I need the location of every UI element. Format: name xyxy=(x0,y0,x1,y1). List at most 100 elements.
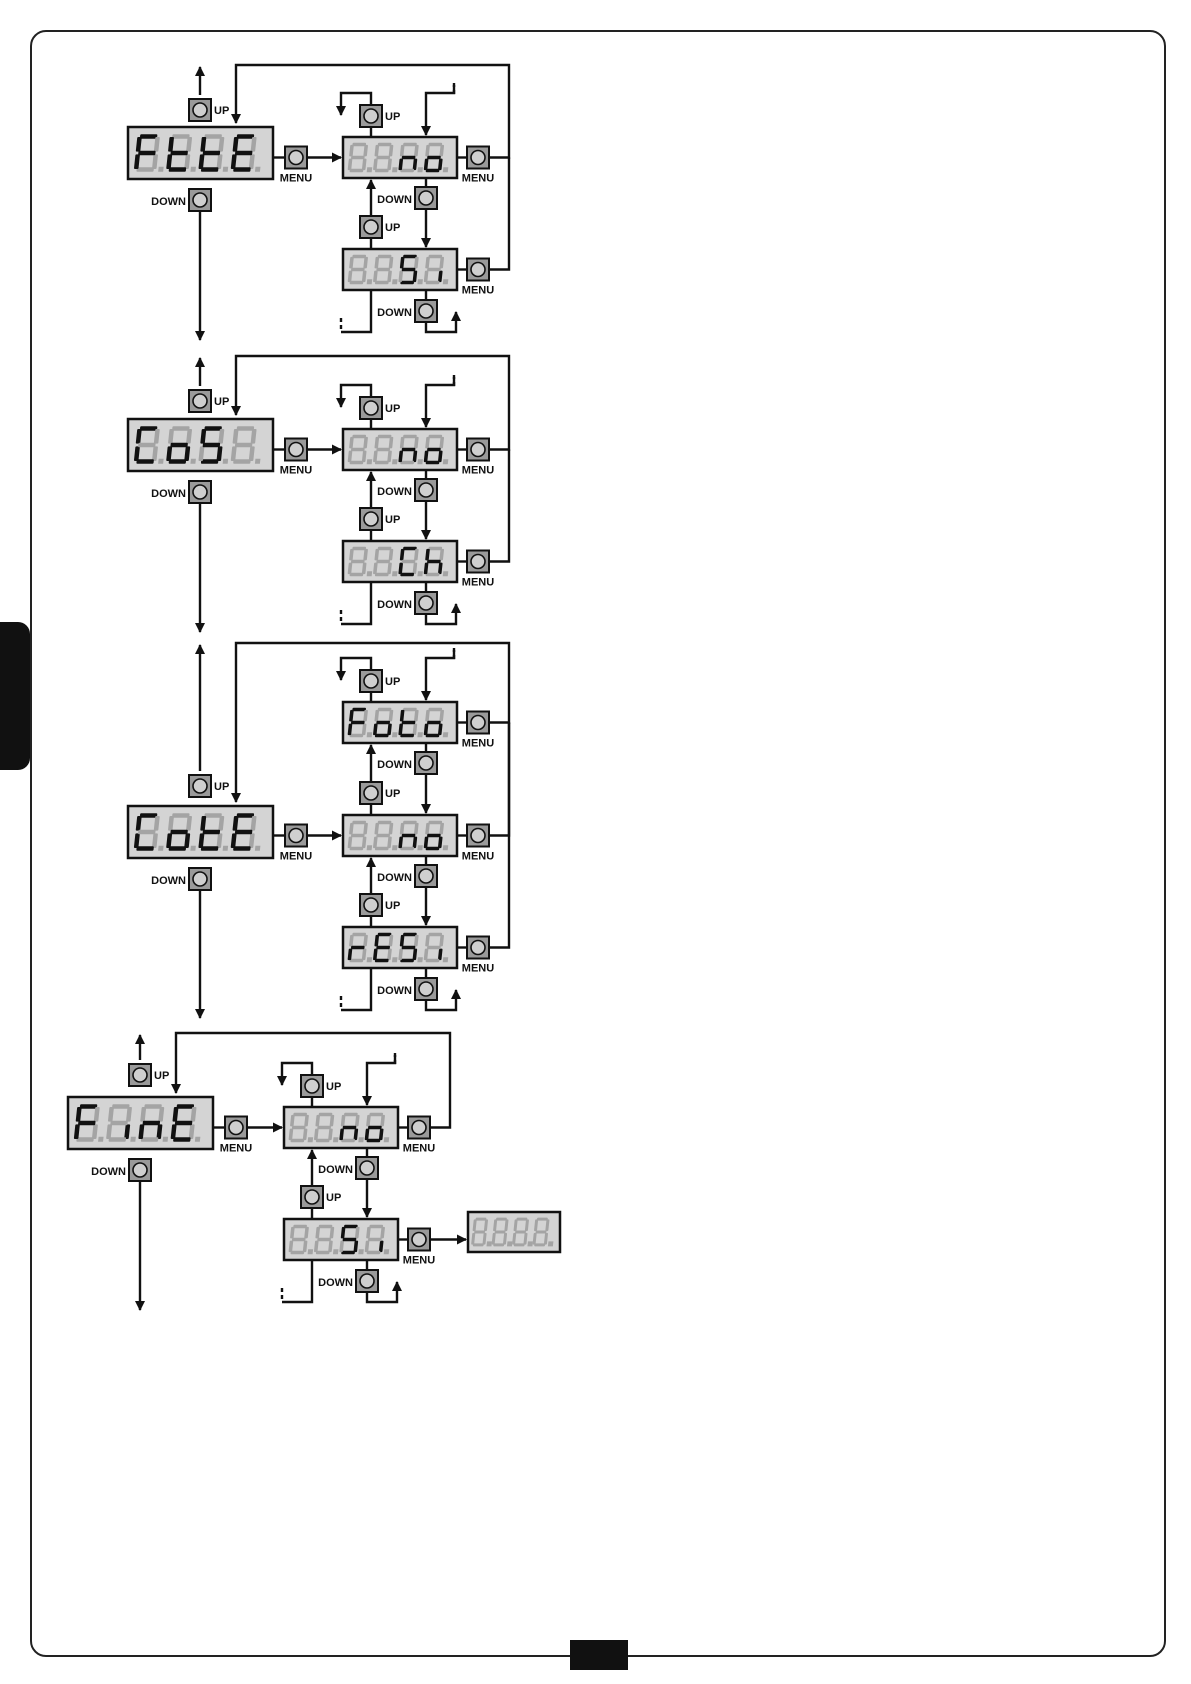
segment-a xyxy=(352,143,366,147)
button-label: UP xyxy=(214,396,229,408)
main-display xyxy=(128,419,273,471)
button-cap-icon xyxy=(364,786,378,800)
decimal-point xyxy=(358,1137,364,1142)
segment-d xyxy=(473,1243,484,1246)
decimal-point xyxy=(190,846,196,851)
button-cap-icon xyxy=(193,103,207,117)
button-label: DOWN xyxy=(318,1277,353,1289)
decimal-point xyxy=(255,459,261,464)
up-button[interactable]: UP xyxy=(129,1064,169,1086)
segment-a xyxy=(172,134,190,139)
up-button[interactable]: UP xyxy=(360,216,400,238)
up-button[interactable]: UP xyxy=(301,1186,341,1208)
segment-a xyxy=(293,1225,307,1229)
menu-button[interactable]: MENU xyxy=(403,1229,435,1267)
decimal-point xyxy=(392,459,398,464)
menu-button[interactable]: MENU xyxy=(220,1117,252,1155)
main-display xyxy=(128,806,273,858)
down-button[interactable]: DOWN xyxy=(151,189,211,211)
up-button[interactable]: UP xyxy=(360,397,400,419)
segment-d xyxy=(375,169,389,173)
up-button[interactable]: UP xyxy=(189,775,229,797)
up-button[interactable]: UP xyxy=(189,390,229,412)
decimal-point xyxy=(417,845,423,850)
menu-button[interactable]: MENU xyxy=(280,825,312,863)
up-button[interactable]: UP xyxy=(360,105,400,127)
segment-d xyxy=(141,1137,159,1142)
decimal-point xyxy=(367,957,373,962)
down-button[interactable]: DOWN xyxy=(377,752,437,774)
menu-button[interactable]: MENU xyxy=(462,147,494,185)
down-button[interactable]: DOWN xyxy=(151,481,211,503)
up-button[interactable]: UP xyxy=(360,782,400,804)
decimal-point xyxy=(392,957,398,962)
up-button[interactable]: UP xyxy=(360,670,400,692)
segment-d xyxy=(375,847,389,851)
segment-g xyxy=(138,151,156,156)
segment-d xyxy=(316,1251,330,1255)
down-button[interactable]: DOWN xyxy=(151,868,211,890)
up-button[interactable]: UP xyxy=(189,99,229,121)
button-label: UP xyxy=(385,900,400,912)
menu-button[interactable]: MENU xyxy=(462,937,494,975)
menu-button[interactable]: MENU xyxy=(462,551,494,589)
segment-g xyxy=(402,834,416,838)
menu-button[interactable]: MENU xyxy=(403,1117,435,1155)
up-button[interactable]: UP xyxy=(301,1075,341,1097)
segment-d xyxy=(350,461,364,465)
decimal-point xyxy=(308,1249,314,1254)
main-display xyxy=(68,1097,213,1149)
down-button[interactable]: DOWN xyxy=(377,978,437,1000)
button-cap-icon xyxy=(133,1068,147,1082)
segment-d xyxy=(290,1139,304,1143)
decimal-point xyxy=(417,167,423,172)
decimal-point xyxy=(527,1241,533,1246)
button-label: UP xyxy=(214,781,229,793)
segment-d xyxy=(493,1243,504,1246)
decimal-point xyxy=(507,1241,513,1246)
button-cap-icon xyxy=(471,555,485,569)
menu-button[interactable]: MENU xyxy=(462,825,494,863)
button-label: MENU xyxy=(280,851,312,863)
down-button[interactable]: DOWN xyxy=(377,592,437,614)
segment-d xyxy=(426,959,440,963)
segment-a xyxy=(352,708,366,712)
down-button[interactable]: DOWN xyxy=(377,300,437,322)
segment-d xyxy=(400,461,414,465)
down-button[interactable]: DOWN xyxy=(318,1270,378,1292)
segment-a xyxy=(403,143,417,147)
up-button[interactable]: UP xyxy=(360,894,400,916)
wrap-line xyxy=(341,290,371,332)
decimal-point xyxy=(158,459,164,464)
down-button[interactable]: DOWN xyxy=(318,1157,378,1179)
segment-a xyxy=(344,1113,358,1117)
down-button[interactable]: DOWN xyxy=(377,865,437,887)
menu-button[interactable]: MENU xyxy=(280,439,312,477)
button-cap-icon xyxy=(229,1121,243,1135)
decimal-point xyxy=(223,459,229,464)
decimal-point xyxy=(367,845,373,850)
segment-g xyxy=(170,443,188,448)
menu-button[interactable]: MENU xyxy=(462,712,494,750)
menu-button[interactable]: MENU xyxy=(462,439,494,477)
menu-button[interactable]: MENU xyxy=(280,147,312,185)
segment-g xyxy=(402,448,416,452)
segment-d xyxy=(349,847,363,851)
button-label: MENU xyxy=(462,851,494,863)
segment-a xyxy=(344,1225,358,1229)
segment-g xyxy=(427,156,441,160)
menu-button[interactable]: MENU xyxy=(462,259,494,297)
button-label: MENU xyxy=(403,1143,435,1155)
down-button[interactable]: DOWN xyxy=(91,1159,151,1181)
segment-a xyxy=(172,813,190,818)
button-label: UP xyxy=(385,222,400,234)
segment-g xyxy=(427,560,441,564)
segment-a xyxy=(80,1104,98,1109)
up-button[interactable]: UP xyxy=(360,508,400,530)
wrap-arrow xyxy=(367,1055,395,1105)
down-button[interactable]: DOWN xyxy=(377,187,437,209)
option-display xyxy=(343,429,457,470)
button-cap-icon xyxy=(193,779,207,793)
button-cap-icon xyxy=(360,1161,374,1175)
down-button[interactable]: DOWN xyxy=(377,479,437,501)
